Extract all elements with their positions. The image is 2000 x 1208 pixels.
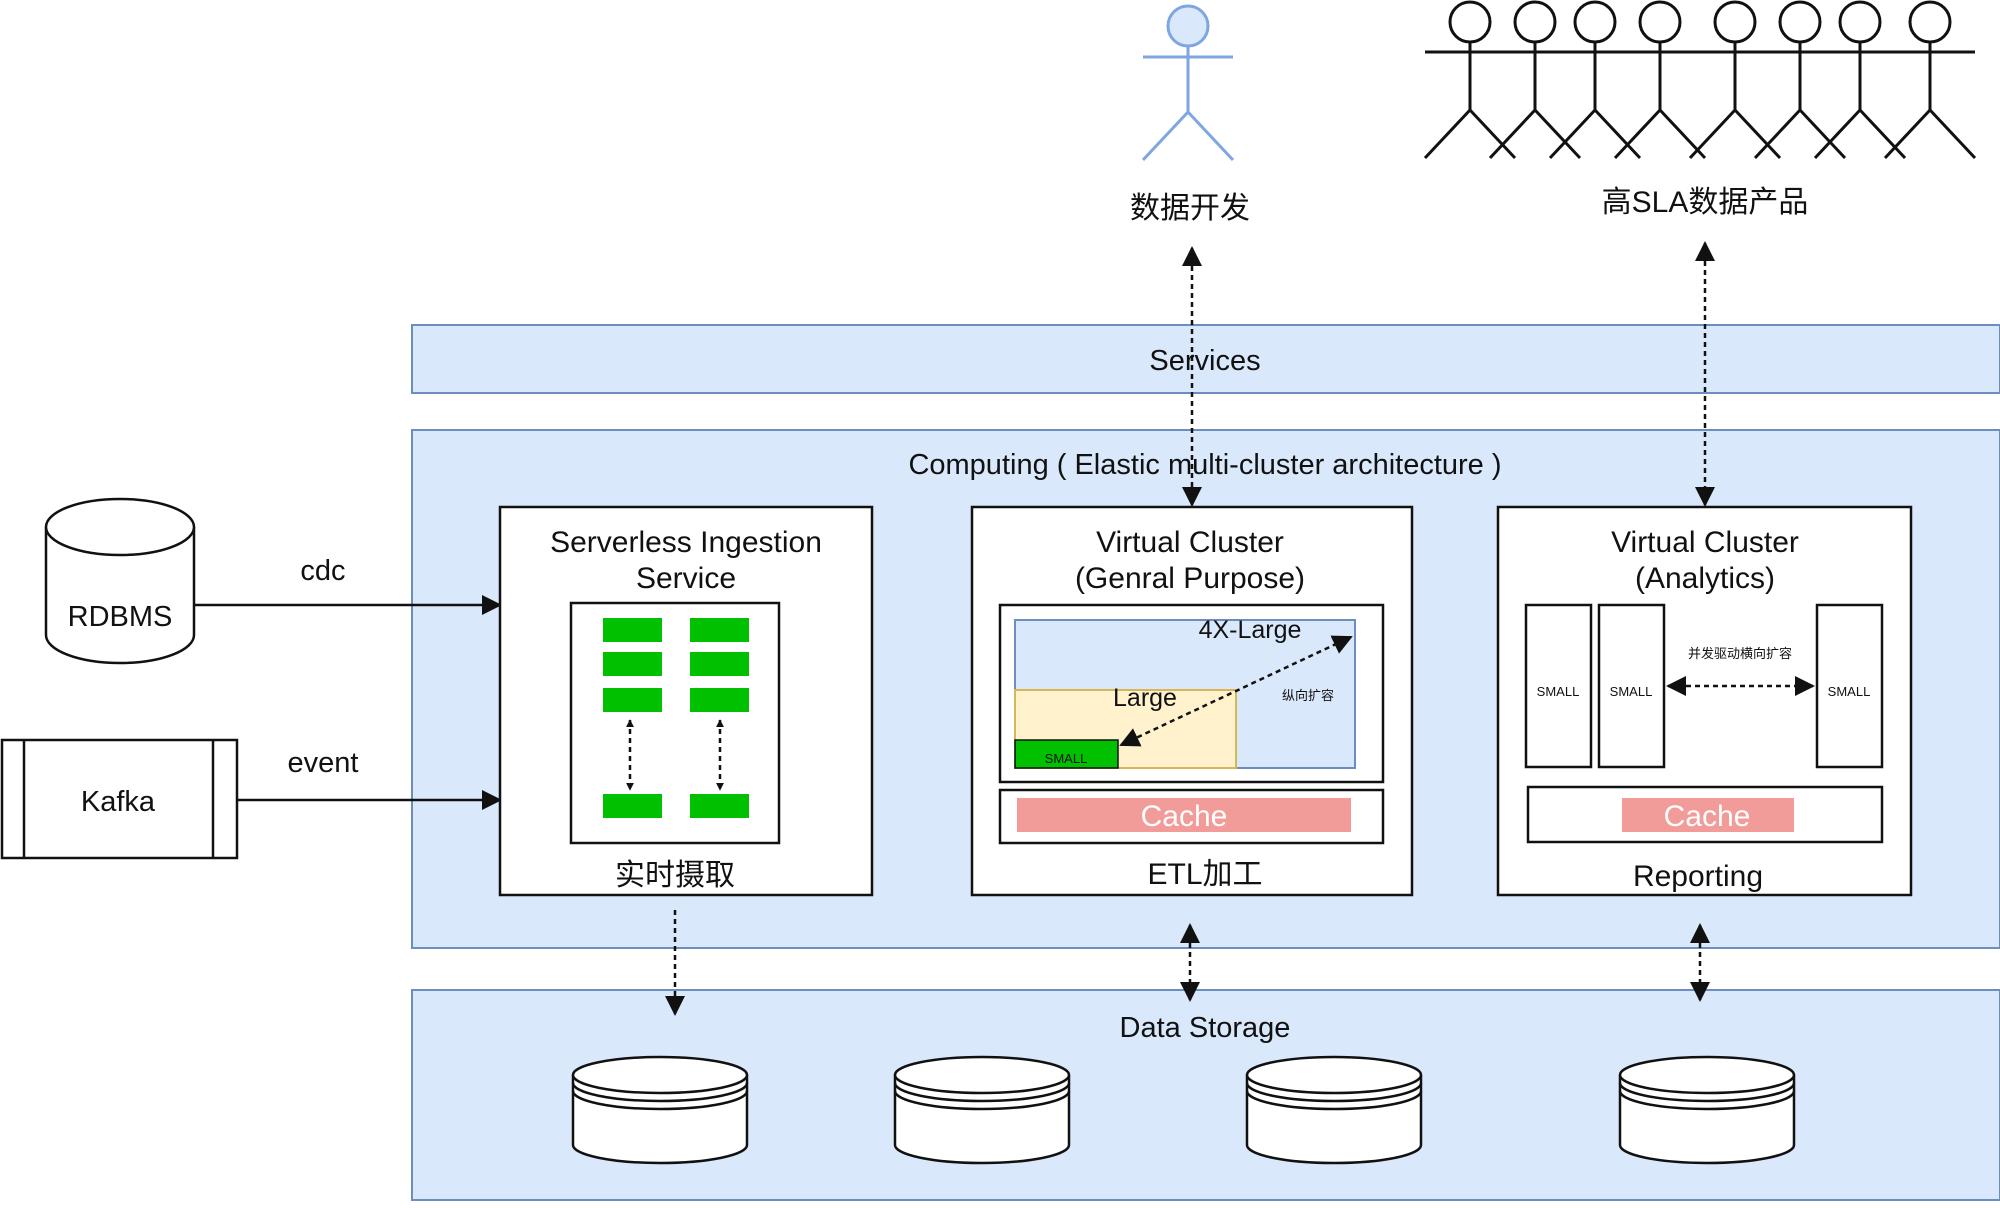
general-title-line1: Virtual Cluster (1096, 526, 1284, 559)
kafka-queue-icon (0, 738, 239, 860)
services-panel (411, 324, 2000, 394)
analytics-cache-label: Cache (1664, 800, 1751, 833)
worker-block (603, 688, 662, 712)
analytics-cache-bar (1622, 798, 1794, 832)
analytics-title-line2: (Analytics) (1635, 562, 1775, 595)
general-footer: ETL加工 (1147, 858, 1262, 891)
sla-products-label: 高SLA数据产品 (1602, 186, 1809, 219)
user-figure-3-icon (1548, 0, 1642, 160)
data-storage-title: Data Storage (1120, 1012, 1291, 1044)
analytics-footer: Reporting (1633, 860, 1763, 893)
analytics-node-1-label: SMALL (1537, 684, 1580, 699)
size-small-block (1014, 739, 1119, 769)
services-title: Services (1149, 345, 1260, 377)
event-label: event (288, 747, 359, 779)
analytics-node-2-label: SMALL (1610, 684, 1653, 699)
vertical-scale-arrow (1119, 635, 1353, 747)
analytics-node-1 (1524, 603, 1593, 769)
user-figure-6-icon (1753, 0, 1847, 160)
storage-disk-2-icon (893, 1055, 1071, 1165)
ingestion-footer: 实时摄取 (615, 859, 735, 892)
general-cache-bar (1017, 798, 1351, 832)
worker-block (690, 794, 749, 818)
developer-actor-icon (1141, 4, 1235, 162)
worker-block (603, 618, 662, 642)
storage-disk-3-icon (1245, 1055, 1423, 1165)
size-large-label: Large (1113, 684, 1177, 712)
rdbms-database-icon (44, 497, 196, 665)
analytics-node-2 (1597, 603, 1666, 769)
general-cache-label: Cache (1141, 800, 1228, 833)
rdbms-label: RDBMS (68, 601, 173, 633)
cdc-label: cdc (300, 555, 345, 587)
size-small-label: SMALL (1045, 751, 1088, 766)
worker-block (690, 688, 749, 712)
computing-title: Computing ( Elastic multi-cluster archit… (908, 449, 1501, 481)
analytics-title-line1: Virtual Cluster (1611, 526, 1799, 559)
user-figure-2-icon (1488, 0, 1582, 160)
worker-block (690, 652, 749, 676)
worker-block (690, 618, 749, 642)
user-figure-5-icon (1688, 0, 1782, 160)
sla-users-icon (1423, 0, 1977, 160)
storage-disk-1-icon (571, 1055, 749, 1165)
ingestion-worker-blocks (603, 618, 749, 818)
user-figure-4-icon (1613, 0, 1707, 160)
kafka-label: Kafka (81, 786, 156, 818)
user-figure-7-icon (1813, 0, 1907, 160)
analytics-node-3-label: SMALL (1828, 684, 1871, 699)
ingestion-title-line2: Service (636, 562, 736, 595)
general-title-line2: (Genral Purpose) (1075, 562, 1305, 595)
user-figure-1-icon (1423, 0, 1517, 160)
horizontal-scale-note: 并发驱动横向扩容 (1688, 646, 1792, 661)
developer-label: 数据开发 (1130, 192, 1250, 225)
worker-block (603, 794, 662, 818)
worker-block (603, 652, 662, 676)
user-figure-8-icon (1883, 0, 1977, 160)
storage-disk-4-icon (1618, 1055, 1796, 1165)
size-4x-large-label: 4X-Large (1199, 616, 1302, 644)
vertical-scale-note: 纵向扩容 (1282, 688, 1334, 703)
analytics-node-3 (1815, 603, 1884, 769)
ingestion-title-line1: Serverless Ingestion (550, 526, 822, 559)
